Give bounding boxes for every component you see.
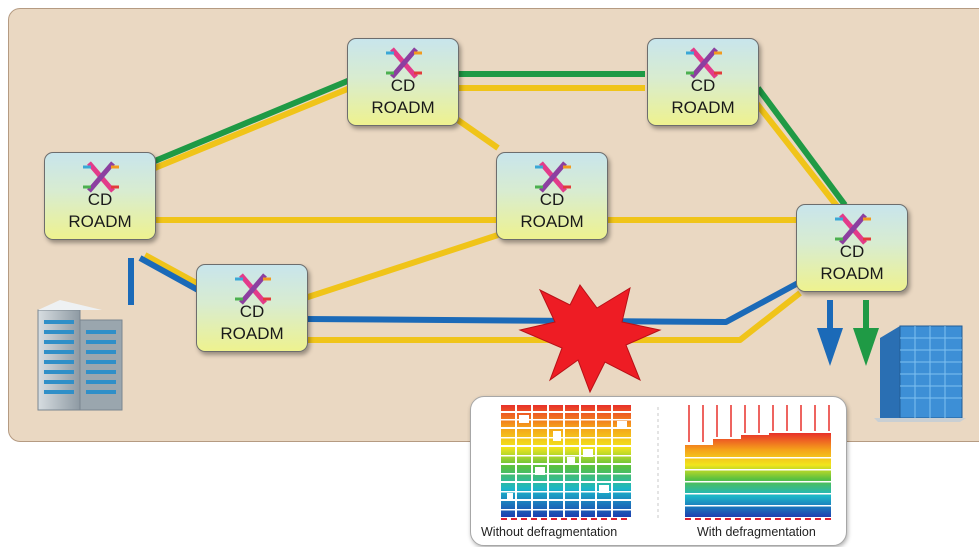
yellow-link (305, 290, 802, 343)
green-path (755, 86, 848, 207)
roadm-node: CD ROADM (44, 152, 156, 240)
node-label-line1: CD (390, 76, 416, 95)
roadm-node: CD ROADM (647, 38, 759, 126)
blue-path (138, 255, 200, 293)
blue-arrow (817, 328, 843, 366)
node-label-line2: ROADM (220, 324, 284, 343)
node-label-line2: ROADM (68, 212, 132, 231)
cross-connect-icon (235, 273, 271, 305)
roadm-node: CD ROADM (347, 38, 459, 126)
node-label-line1: CD (690, 76, 716, 95)
cross-connect-icon (386, 47, 422, 79)
building-left-icon (37, 300, 123, 411)
node-label-line1: CD (839, 242, 865, 261)
blue-path (304, 279, 802, 325)
green-path (148, 77, 352, 166)
cross-connect-icon (83, 161, 119, 193)
roadm-node: CD ROADM (496, 152, 608, 240)
yellow-link (148, 85, 352, 173)
fault-burst (518, 284, 662, 394)
defragmented-spectrum (685, 405, 831, 520)
cross-connect-icon (686, 47, 722, 79)
yellow-link (453, 115, 500, 151)
spectrum-inset: Without defragmentation With defragmenta… (470, 396, 847, 546)
node-label-line2: ROADM (820, 264, 884, 283)
cross-connect-icon (835, 213, 871, 245)
green-arrow (853, 328, 879, 366)
node-label-line2: ROADM (520, 212, 584, 231)
node-label-line1: CD (239, 302, 265, 321)
caption-without-defragmentation: Without defragmentation (481, 525, 618, 539)
yellow-link (747, 93, 843, 212)
fragmented-spectrum (501, 405, 631, 520)
node-label-line2: ROADM (671, 98, 735, 117)
yellow-link (143, 252, 202, 288)
spectrum-comparison (501, 405, 831, 520)
node-label-line1: CD (87, 190, 113, 209)
yellow-link (304, 232, 499, 301)
building-right-icon (874, 325, 966, 422)
node-label-line1: CD (539, 190, 565, 209)
node-label-line2: ROADM (371, 98, 435, 117)
roadm-node: CD ROADM (796, 204, 908, 292)
caption-with-defragmentation: With defragmentation (697, 525, 816, 539)
roadm-node: CD ROADM (196, 264, 308, 352)
cross-connect-icon (535, 161, 571, 193)
